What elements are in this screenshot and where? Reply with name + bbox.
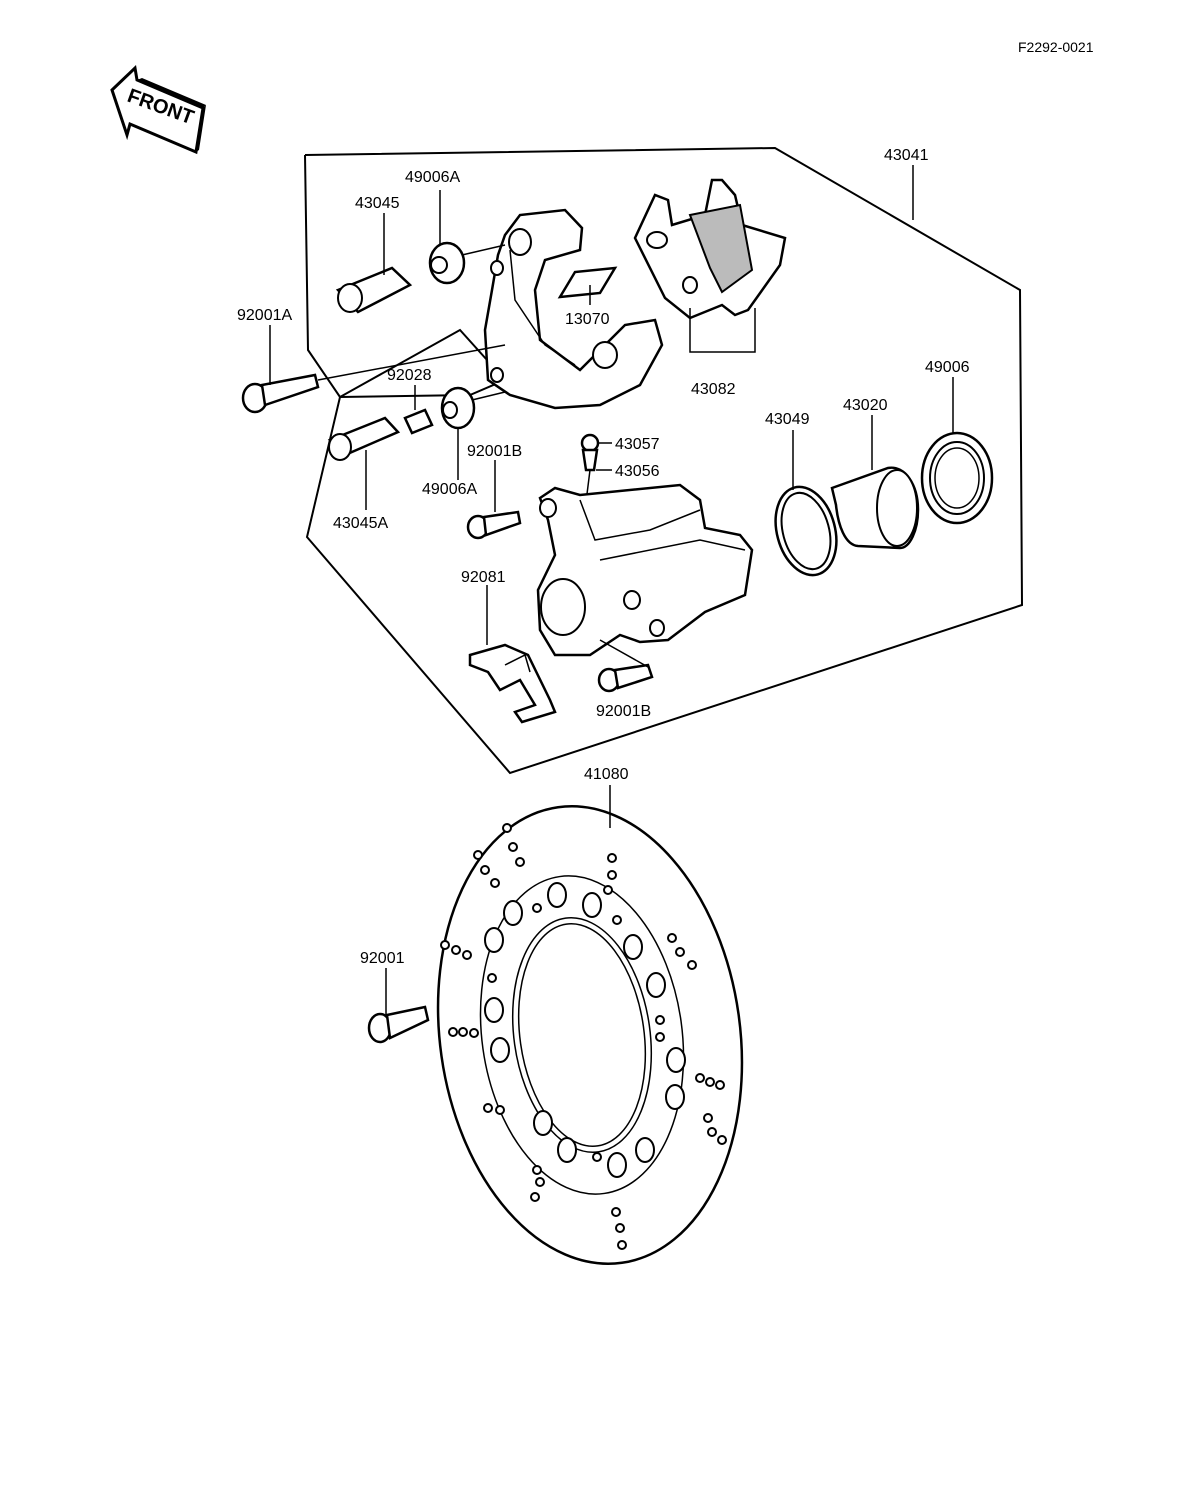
label-pads: 43082 <box>691 381 736 398</box>
pad-spring-part <box>557 266 618 305</box>
disc-outer-holes <box>440 823 727 1250</box>
brake-disc-part <box>436 805 744 1265</box>
caliper-pin-lower-part <box>327 416 401 461</box>
boot-lower-part <box>440 386 476 430</box>
label-cap: 43057 <box>615 436 660 453</box>
boot-upper-part <box>428 241 466 285</box>
bolt-92001b-upper-part <box>466 510 522 540</box>
front-arrow-icon: FRONT <box>110 64 206 155</box>
disc-inner-holes <box>484 882 686 1178</box>
brake-pads-part <box>633 178 787 320</box>
disc-bolt-part <box>367 1005 430 1044</box>
piston-part <box>830 466 920 550</box>
label-bleeder: 43056 <box>615 463 660 480</box>
label-disc-bolt: 92001 <box>360 950 405 967</box>
label-bolt-b-upper: 92001B <box>467 443 522 460</box>
label-bolt-a: 92001A <box>237 307 292 324</box>
label-bushing: 92028 <box>387 367 432 384</box>
label-assembly: 43041 <box>884 147 929 164</box>
label-spring-pad: 13070 <box>565 311 610 328</box>
label-seal-piston: 43049 <box>765 411 810 428</box>
bleeder-valve-part <box>580 433 600 511</box>
label-pin-lower: 43045A <box>333 515 388 532</box>
caliper-body-part <box>536 483 754 657</box>
label-boot-lower: 49006A <box>422 481 477 498</box>
caliper-holder-part <box>483 208 664 410</box>
label-spring-clip: 92081 <box>461 569 506 586</box>
label-boot-upper: 49006A <box>405 169 460 186</box>
label-seal-dust: 49006 <box>925 359 970 376</box>
bushing-part <box>403 408 434 435</box>
label-bolt-b-lower: 92001B <box>596 703 651 720</box>
label-piston: 43020 <box>843 397 888 414</box>
dust-seal-part <box>920 431 994 525</box>
label-disc: 41080 <box>584 766 629 783</box>
bolt-92001a-part <box>241 373 320 414</box>
drawing-code: F2292-0021 <box>1018 39 1094 55</box>
piston-seal-part <box>774 485 838 577</box>
bolt-92001b-lower-part <box>597 663 654 693</box>
spring-clip-part <box>468 643 557 724</box>
caliper-pin-upper-part <box>335 266 413 314</box>
label-pin-main: 43045 <box>355 195 400 212</box>
